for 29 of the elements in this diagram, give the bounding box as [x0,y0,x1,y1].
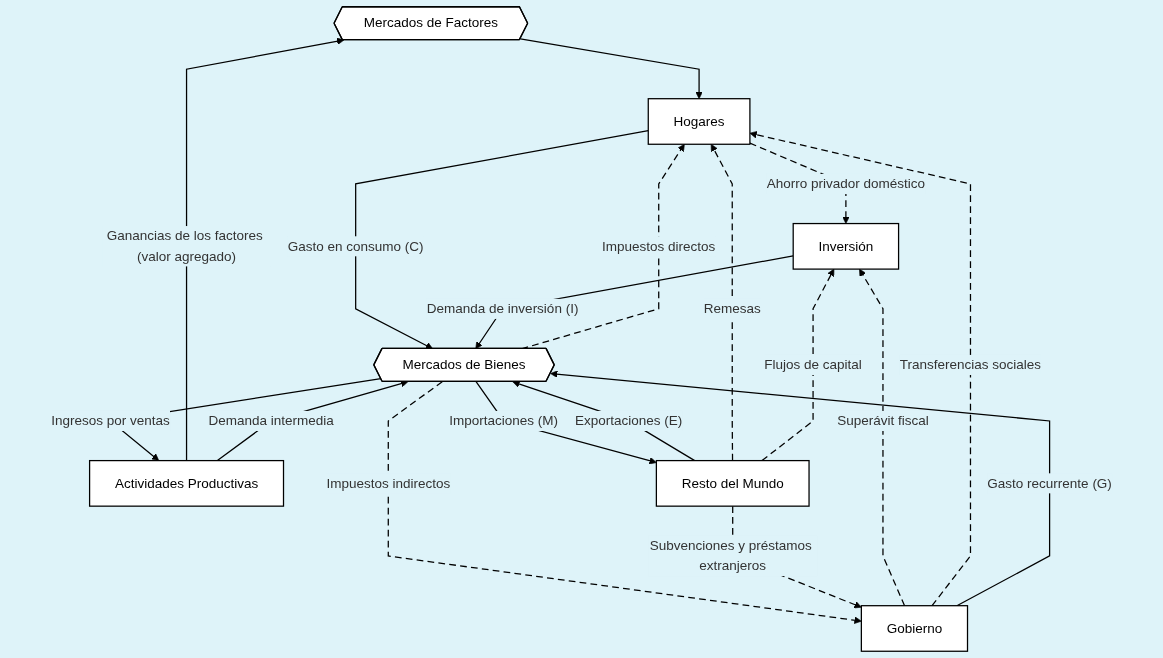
edge-label: Gasto recurrente (G) [987,475,1112,491]
arrow [859,268,906,607]
edge-label: Ganancias de los factores (valor agregado) [106,228,263,264]
arrow [519,38,703,100]
edge-label: Ingresos por ventas [51,413,170,428]
edge-label: Ahorro privador doméstico [766,176,926,191]
edge-label: Demanda de inversión (I) [426,301,579,316]
arrow [475,255,794,350]
edge-label: Exportaciones (E) [574,413,683,428]
edge-label: Superávit fiscal [837,413,929,428]
edge-label: Impuestos directos [602,238,716,254]
edge-label: Demanda intermedia [208,413,334,428]
node-box: Actividades Productivas [88,459,285,507]
edge-label: Gasto en consumo (C) [287,238,424,254]
node-box: Inversión [792,222,900,270]
arrow [761,268,835,462]
arrow [355,130,649,350]
edge-label: Subvenciones y préstamos extranjeros [649,538,812,573]
node-box: Resto del Mundo [655,459,810,507]
edge-label: Transferencias sociales [899,357,1042,372]
edge-label: Importaciones (M) [449,413,559,428]
arrow [185,37,345,462]
arrow [710,143,734,462]
edge-label: Remesas [703,301,761,316]
edge-label: Flujos de capital [764,357,862,372]
edge-label: Impuestos indirectos [326,475,451,491]
node-box: Hogares [647,98,751,145]
node-box: Gobierno [860,605,969,652]
arrow [512,380,696,462]
